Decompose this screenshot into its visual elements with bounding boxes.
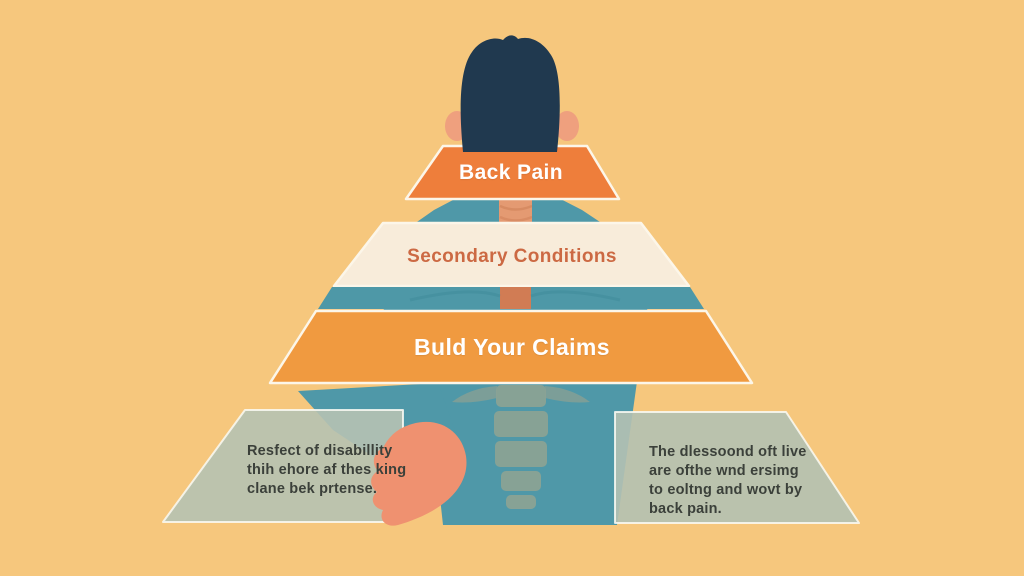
- neck-vertebra-line: [499, 204, 533, 211]
- caption-right-line: to eoltng and wovt by: [649, 482, 803, 498]
- band-rib-line: [409, 290, 501, 302]
- band-spine-shape: [500, 287, 531, 309]
- head-shape: [460, 35, 560, 152]
- tier-3-shape: [268, 309, 754, 385]
- tier-2-label: Secondary Conditions: [407, 246, 617, 267]
- caption-left-line: thih ehore af thes king: [247, 462, 407, 478]
- rib-left-shape: [452, 386, 497, 403]
- caption-right-line: back pain.: [649, 501, 722, 517]
- neck-vertebra-line: [499, 215, 533, 222]
- caption-left-line: Resfect of disabillity: [247, 443, 393, 459]
- caption-left-line: clane bek prtense.: [247, 481, 378, 497]
- lower-spine-shape: [494, 385, 548, 509]
- hand-shape: [371, 421, 467, 526]
- caption-box-right-shape: [614, 411, 860, 524]
- tier-1-label: Back Pain: [459, 161, 563, 184]
- tier-3-label: Buld Your Claims: [414, 334, 610, 360]
- tier-2-shape: [332, 221, 691, 288]
- caption-right-line: are ofthe wnd ersimg: [649, 463, 799, 479]
- band-rib-line: [530, 290, 621, 302]
- rib-right-shape: [545, 386, 590, 403]
- caption-right-line: The dlessoond oft live: [649, 444, 807, 460]
- caption-left: Resfect of disabillity thih ehore af the…: [247, 442, 422, 499]
- caption-right: The dlessoond oft live are ofthe wnd ers…: [649, 443, 839, 519]
- ear-right-shape: [555, 111, 579, 141]
